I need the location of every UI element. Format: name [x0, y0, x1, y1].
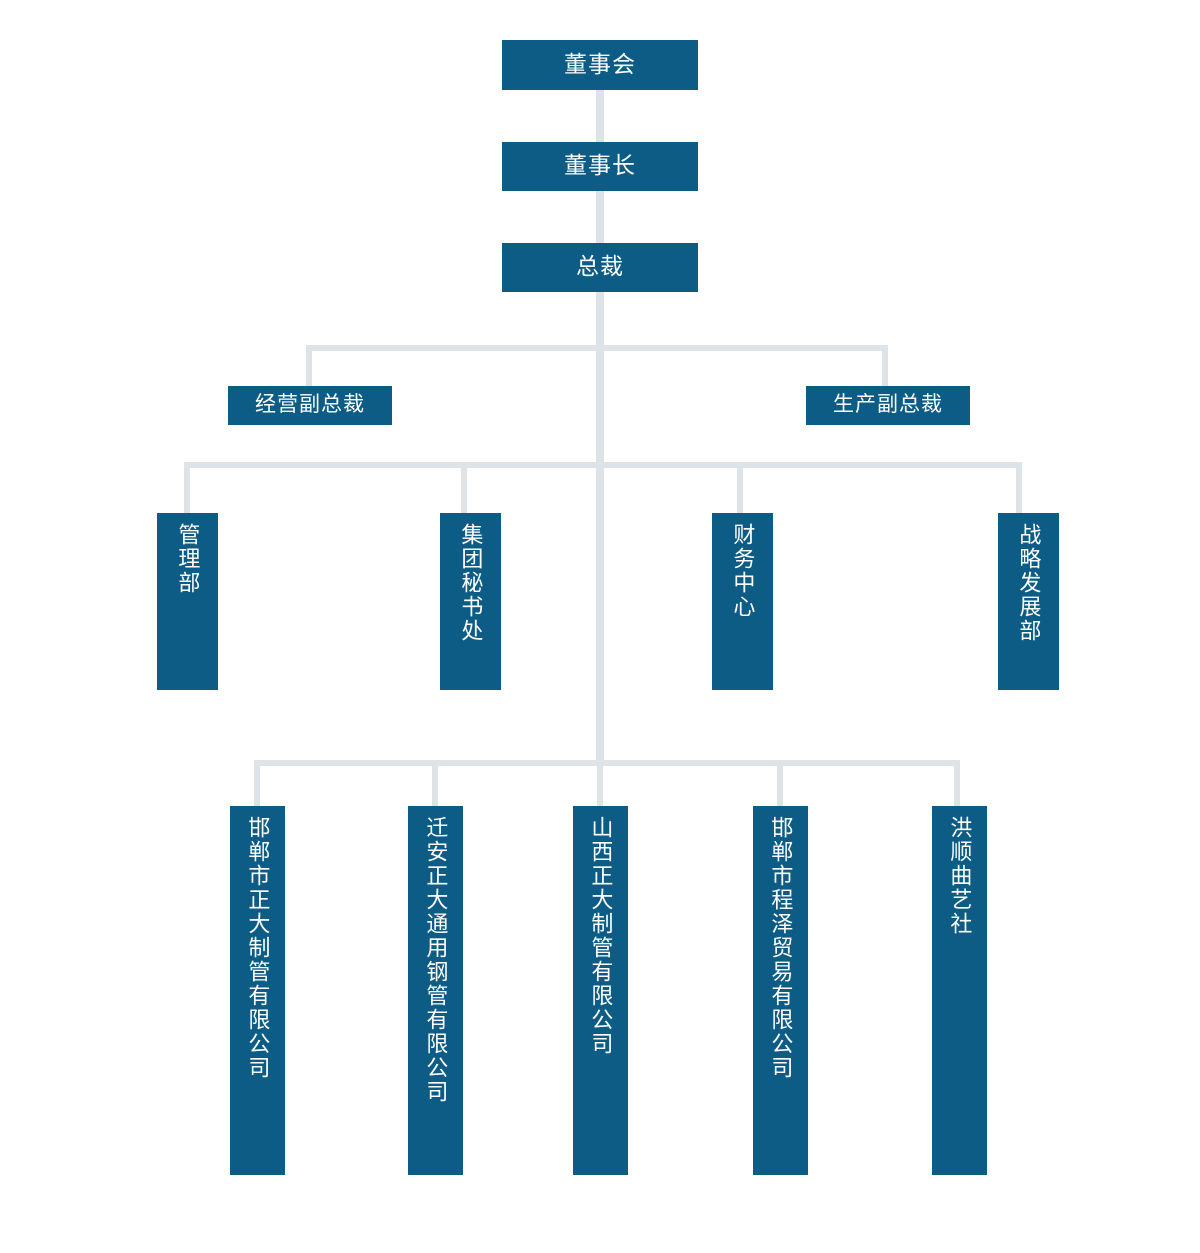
connector-subsidiary-drop-2 [432, 760, 438, 806]
node-subsidiary-handan-zhengda-pipe-label: 邯郸市正大制管有限公司 [245, 816, 271, 1080]
node-department-management-label: 管理部 [175, 523, 201, 595]
connector-board-to-chairman [596, 90, 604, 142]
node-vp-operations-label: 经营副总裁 [255, 393, 365, 416]
connector-department-drop-1 [184, 462, 190, 514]
connector-chairman-to-president [596, 191, 604, 243]
node-vp-production-label: 生产副总裁 [833, 393, 943, 416]
node-department-finance-center[interactable]: 财务中心 [712, 513, 773, 690]
connector-vp-bus [306, 345, 888, 351]
node-department-finance-center-label: 财务中心 [730, 523, 756, 619]
node-subsidiary-handan-chengze-trading-label: 邯郸市程泽贸易有限公司 [768, 816, 794, 1080]
node-subsidiary-shanxi-zhengda-pipe-label: 山西正大制管有限公司 [588, 816, 614, 1056]
node-board[interactable]: 董事会 [502, 40, 698, 90]
node-department-group-secretariat-label: 集团秘书处 [458, 523, 484, 643]
node-subsidiary-hongshun-quyi[interactable]: 洪顺曲艺社 [932, 806, 987, 1175]
connector-president-spine [596, 292, 604, 766]
node-president-label: 总裁 [576, 253, 624, 279]
node-subsidiary-qianan-zhengda-steel-pipe-label: 迁安正大通用钢管有限公司 [423, 816, 449, 1104]
connector-department-drop-3 [737, 462, 743, 514]
connector-department-bus [184, 462, 1022, 468]
node-department-strategic-development-label: 战略发展部 [1016, 523, 1042, 643]
node-department-strategic-development[interactable]: 战略发展部 [998, 513, 1059, 690]
node-president[interactable]: 总裁 [502, 243, 698, 292]
node-department-group-secretariat[interactable]: 集团秘书处 [440, 513, 501, 690]
connector-subsidiary-bus [254, 760, 960, 766]
node-department-management[interactable]: 管理部 [157, 513, 218, 690]
node-subsidiary-hongshun-quyi-label: 洪顺曲艺社 [947, 816, 973, 936]
node-vp-production[interactable]: 生产副总裁 [806, 386, 970, 425]
node-subsidiary-handan-chengze-trading[interactable]: 邯郸市程泽贸易有限公司 [753, 806, 808, 1175]
connector-subsidiary-drop-1 [254, 760, 260, 806]
node-board-label: 董事会 [564, 50, 636, 77]
node-chairman-label: 董事长 [564, 152, 636, 178]
connector-subsidiary-drop-3 [597, 760, 603, 806]
connector-department-drop-2 [461, 462, 467, 514]
connector-subsidiary-drop-4 [777, 760, 783, 806]
node-vp-operations[interactable]: 经营副总裁 [228, 386, 392, 425]
node-chairman[interactable]: 董事长 [502, 142, 698, 191]
node-subsidiary-shanxi-zhengda-pipe[interactable]: 山西正大制管有限公司 [573, 806, 628, 1175]
connector-vp-right-drop [882, 345, 888, 386]
connector-department-drop-4 [1016, 462, 1022, 514]
node-subsidiary-qianan-zhengda-steel-pipe[interactable]: 迁安正大通用钢管有限公司 [408, 806, 463, 1175]
connector-subsidiary-drop-5 [954, 760, 960, 806]
node-subsidiary-handan-zhengda-pipe[interactable]: 邯郸市正大制管有限公司 [230, 806, 285, 1175]
connector-vp-left-drop [306, 345, 312, 386]
